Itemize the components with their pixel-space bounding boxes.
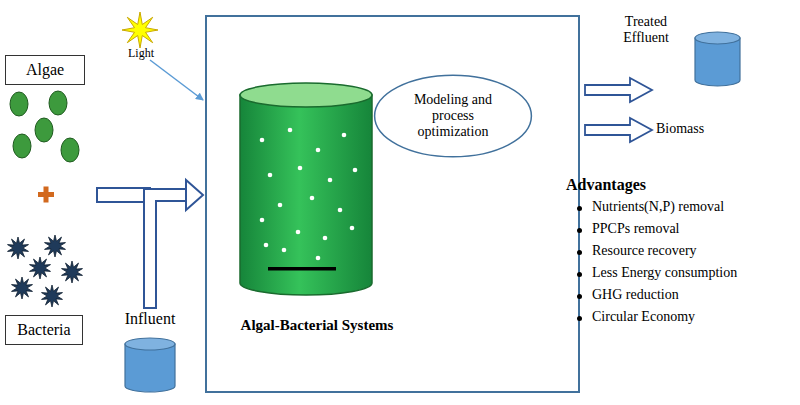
effluent-arrow [585,78,652,102]
species-box: Bacteria [5,315,83,345]
bullet-dot [577,294,582,299]
light-star [122,12,158,48]
effluent-tank [695,32,740,86]
influent-tank: Influent [112,308,188,394]
biomass-arrow [585,118,652,142]
flow-arrow [143,180,203,308]
bullet-dot [577,250,582,255]
advantage-item: Less Energy consumption [592,265,797,281]
advantage-item: GHG reduction [592,287,797,303]
bullet-dot [577,272,582,277]
bullet-dot [577,228,582,233]
annotation: Biomass [656,121,736,137]
annotation: Treated Effluent [615,14,677,46]
list-heading: Advantages [566,176,706,194]
light-ray [150,60,203,100]
bullet-dot [577,316,582,321]
advantage-item: Nutrients(N,P) removal [592,199,797,215]
bacteria-cells [8,235,83,307]
bullet-dot [577,206,582,211]
node-text: Algae [26,61,64,79]
advantage-item: Circular Economy [592,309,797,325]
algae-cells [10,91,79,162]
node-text: Bacteria [17,321,70,339]
process-ellipse: Modeling and process optimization [373,74,533,158]
species-box: Algae [5,55,85,85]
plus-sign [38,187,54,203]
input-arrow [97,188,150,202]
node-text: Algal-Bacterial Systems [217,317,417,334]
advantage-item: PPCPs removal [592,221,797,237]
advantage-item: Resource recovery [592,243,797,259]
reactor-cylinder [240,83,372,295]
node-text: Influent [112,310,188,328]
system-frame: Algal-Bacterial Systems Modeling and proc… [205,15,580,393]
annotation: Light [116,47,166,61]
node-text: Modeling and process optimization [397,92,509,140]
